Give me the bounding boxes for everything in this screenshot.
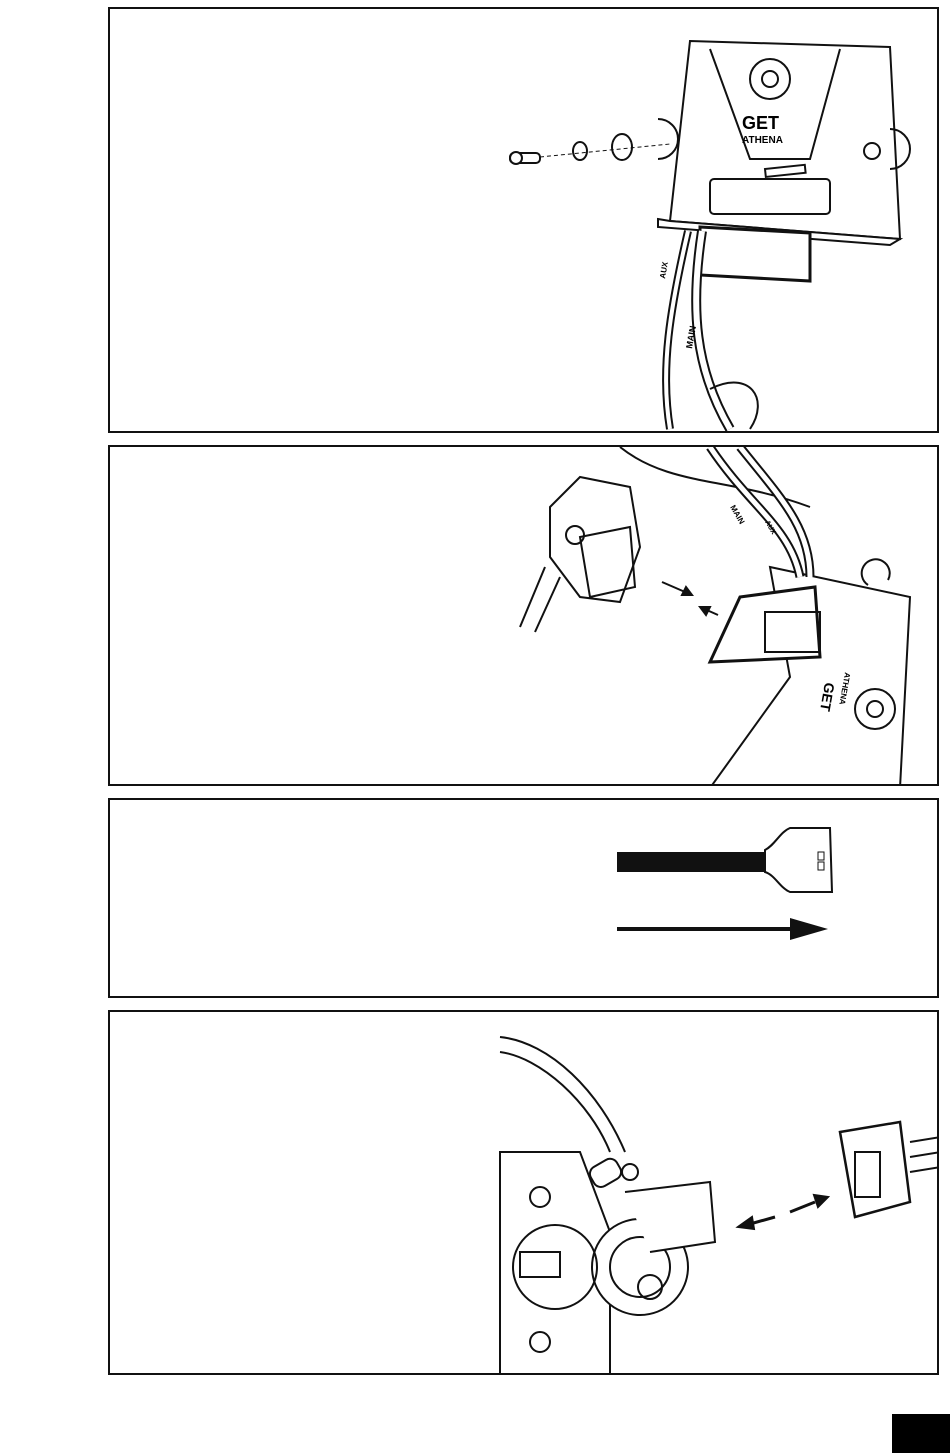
connector-direction-illustration (617, 827, 834, 940)
aux-cable-label: AUX (658, 260, 670, 279)
figure-connector-direction (108, 798, 939, 998)
main-cable-label: MAIN (684, 325, 698, 349)
get-brand-text: GET (742, 113, 779, 133)
cable (617, 852, 765, 872)
main-cable-label: MAIN (728, 504, 746, 526)
figure-ecu-mounting: AUX MAIN GET ATHENA (108, 7, 939, 433)
throttle-sensor-illustration (499, 1036, 937, 1373)
figure-throttle-sensor-connector (108, 1010, 939, 1375)
arrow-head-icon (790, 918, 828, 940)
ecu-connector-illustration: MAIN AUX GET ATHENA (519, 447, 912, 784)
figure-ecu-main-connector: MAIN AUX GET ATHENA (108, 445, 939, 786)
athena-logo-text: ATHENA (742, 135, 783, 146)
page-tab (892, 1414, 950, 1453)
ecu-mounting-illustration: AUX MAIN GET ATHENA (509, 39, 911, 431)
connector-icon (764, 827, 834, 893)
get-brand-text: GET (817, 681, 838, 713)
